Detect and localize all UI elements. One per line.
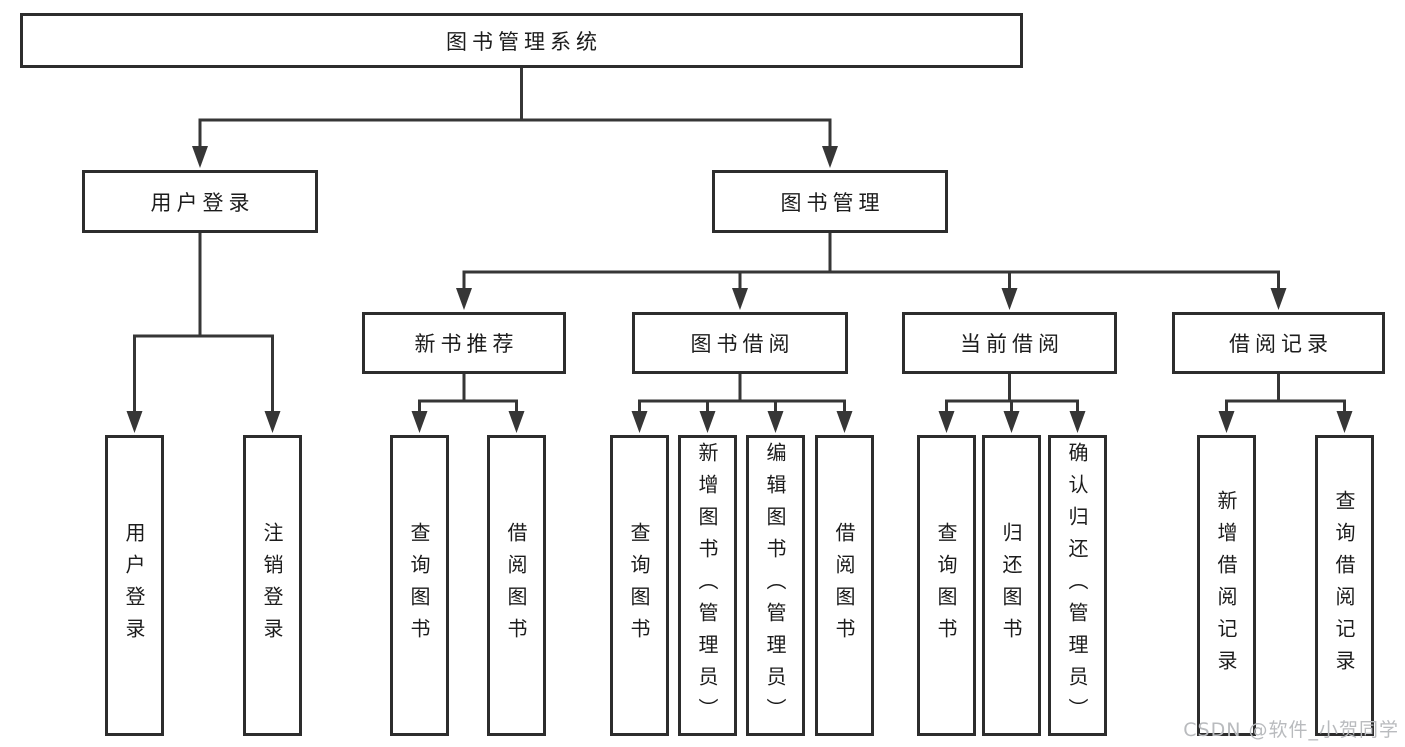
leaf-borrow-books-label: 借阅图书 — [832, 521, 856, 650]
leaf-return-books: 归还图书 — [982, 435, 1041, 736]
leaf-user-login-label: 用户登录 — [122, 521, 146, 650]
leaf-confirm-return-admin: 确认归还（管理员） — [1048, 435, 1107, 736]
leaf-newrec-borrow-books: 借阅图书 — [487, 435, 546, 736]
node-user-login: 用户登录 — [82, 170, 318, 233]
leaf-confirm-return-admin-label: 确认归还（管理员） — [1065, 441, 1089, 730]
node-new-book-recommend-label: 新书推荐 — [414, 332, 519, 356]
leaf-add-borrow-record-label: 新增借阅记录 — [1214, 489, 1238, 682]
leaf-borrow-books: 借阅图书 — [815, 435, 874, 736]
leaf-user-login: 用户登录 — [105, 435, 164, 736]
leaf-logout: 注销登录 — [243, 435, 302, 736]
node-book-borrow: 图书借阅 — [632, 312, 848, 374]
node-borrow-records-label: 借阅记录 — [1229, 332, 1333, 356]
leaf-borrow-query-books-label: 查询图书 — [627, 521, 651, 650]
node-book-management: 图书管理 — [712, 170, 948, 233]
node-library-system: 图书管理系统 — [20, 13, 1023, 68]
leaf-newrec-query-books-label: 查询图书 — [407, 521, 431, 650]
node-library-system-label: 图书管理系统 — [446, 29, 602, 54]
node-user-login-label: 用户登录 — [150, 190, 255, 215]
leaf-borrow-query-books: 查询图书 — [610, 435, 669, 736]
node-borrow-records: 借阅记录 — [1172, 312, 1385, 374]
node-book-management-label: 图书管理 — [780, 190, 885, 215]
leaf-current-query-books-label: 查询图书 — [934, 521, 958, 650]
leaf-edit-books-admin: 编辑图书（管理员） — [746, 435, 805, 736]
leaf-query-borrow-record-label: 查询借阅记录 — [1332, 489, 1356, 682]
leaf-query-borrow-record: 查询借阅记录 — [1315, 435, 1374, 736]
leaf-add-borrow-record: 新增借阅记录 — [1197, 435, 1256, 736]
csdn-watermark: CSDN @软件_小贺同学 — [1183, 719, 1399, 741]
leaf-return-books-label: 归还图书 — [999, 521, 1023, 650]
node-current-borrow: 当前借阅 — [902, 312, 1117, 374]
leaf-add-books-admin: 新增图书（管理员） — [678, 435, 737, 736]
leaf-newrec-borrow-books-label: 借阅图书 — [504, 521, 528, 650]
leaf-newrec-query-books: 查询图书 — [390, 435, 449, 736]
node-book-borrow-label: 图书借阅 — [690, 332, 795, 356]
node-current-borrow-label: 当前借阅 — [960, 332, 1064, 356]
leaf-logout-label: 注销登录 — [260, 521, 284, 650]
leaf-add-books-admin-label: 新增图书（管理员） — [695, 441, 719, 730]
node-new-book-recommend: 新书推荐 — [362, 312, 566, 374]
leaf-current-query-books: 查询图书 — [917, 435, 976, 736]
arrowheads — [126, 146, 1353, 433]
connector-paths — [133, 66, 1346, 414]
leaf-edit-books-admin-label: 编辑图书（管理员） — [763, 441, 787, 730]
